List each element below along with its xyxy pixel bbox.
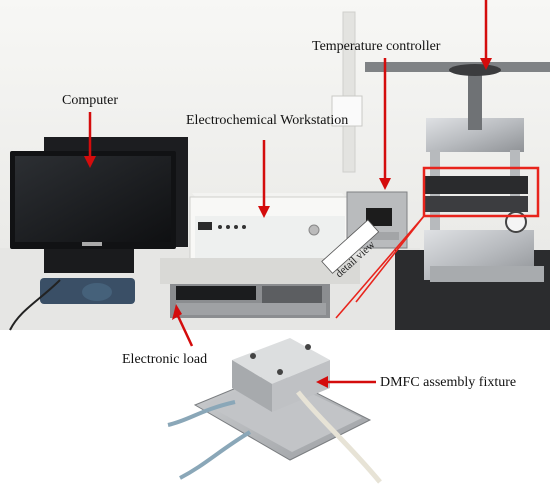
wall-socket: [331, 95, 363, 127]
electrochemical-workstation-label: Electrochemical Workstation: [186, 113, 349, 128]
detail-view-tag: [321, 219, 380, 274]
tube-left: [167, 400, 236, 427]
wall-rail: [342, 11, 356, 173]
cable: [9, 279, 61, 331]
dmfc-assembly-fixture-label: DMFC assembly fixture: [380, 375, 517, 390]
tube-right: [296, 390, 382, 484]
electrochemical-workstation-device: [189, 193, 351, 260]
dmfc-fixture-detail: [167, 338, 382, 484]
computer-label: Computer: [62, 93, 118, 108]
monitor-icon: [10, 137, 188, 273]
red-arrow-icon: [84, 0, 492, 388]
hydraulic-press-icon: [365, 62, 550, 282]
detail-connector-left: [335, 215, 425, 319]
detail-connector-right: [355, 215, 425, 303]
press-highlight-box: [422, 166, 540, 218]
electronic-load-label: Electronic load: [122, 352, 208, 367]
electronic-load-device: [160, 258, 360, 318]
temperature-controller-label: Temperature controller: [312, 39, 441, 54]
mouse: [82, 283, 112, 301]
tube-left-lower: [179, 430, 252, 480]
